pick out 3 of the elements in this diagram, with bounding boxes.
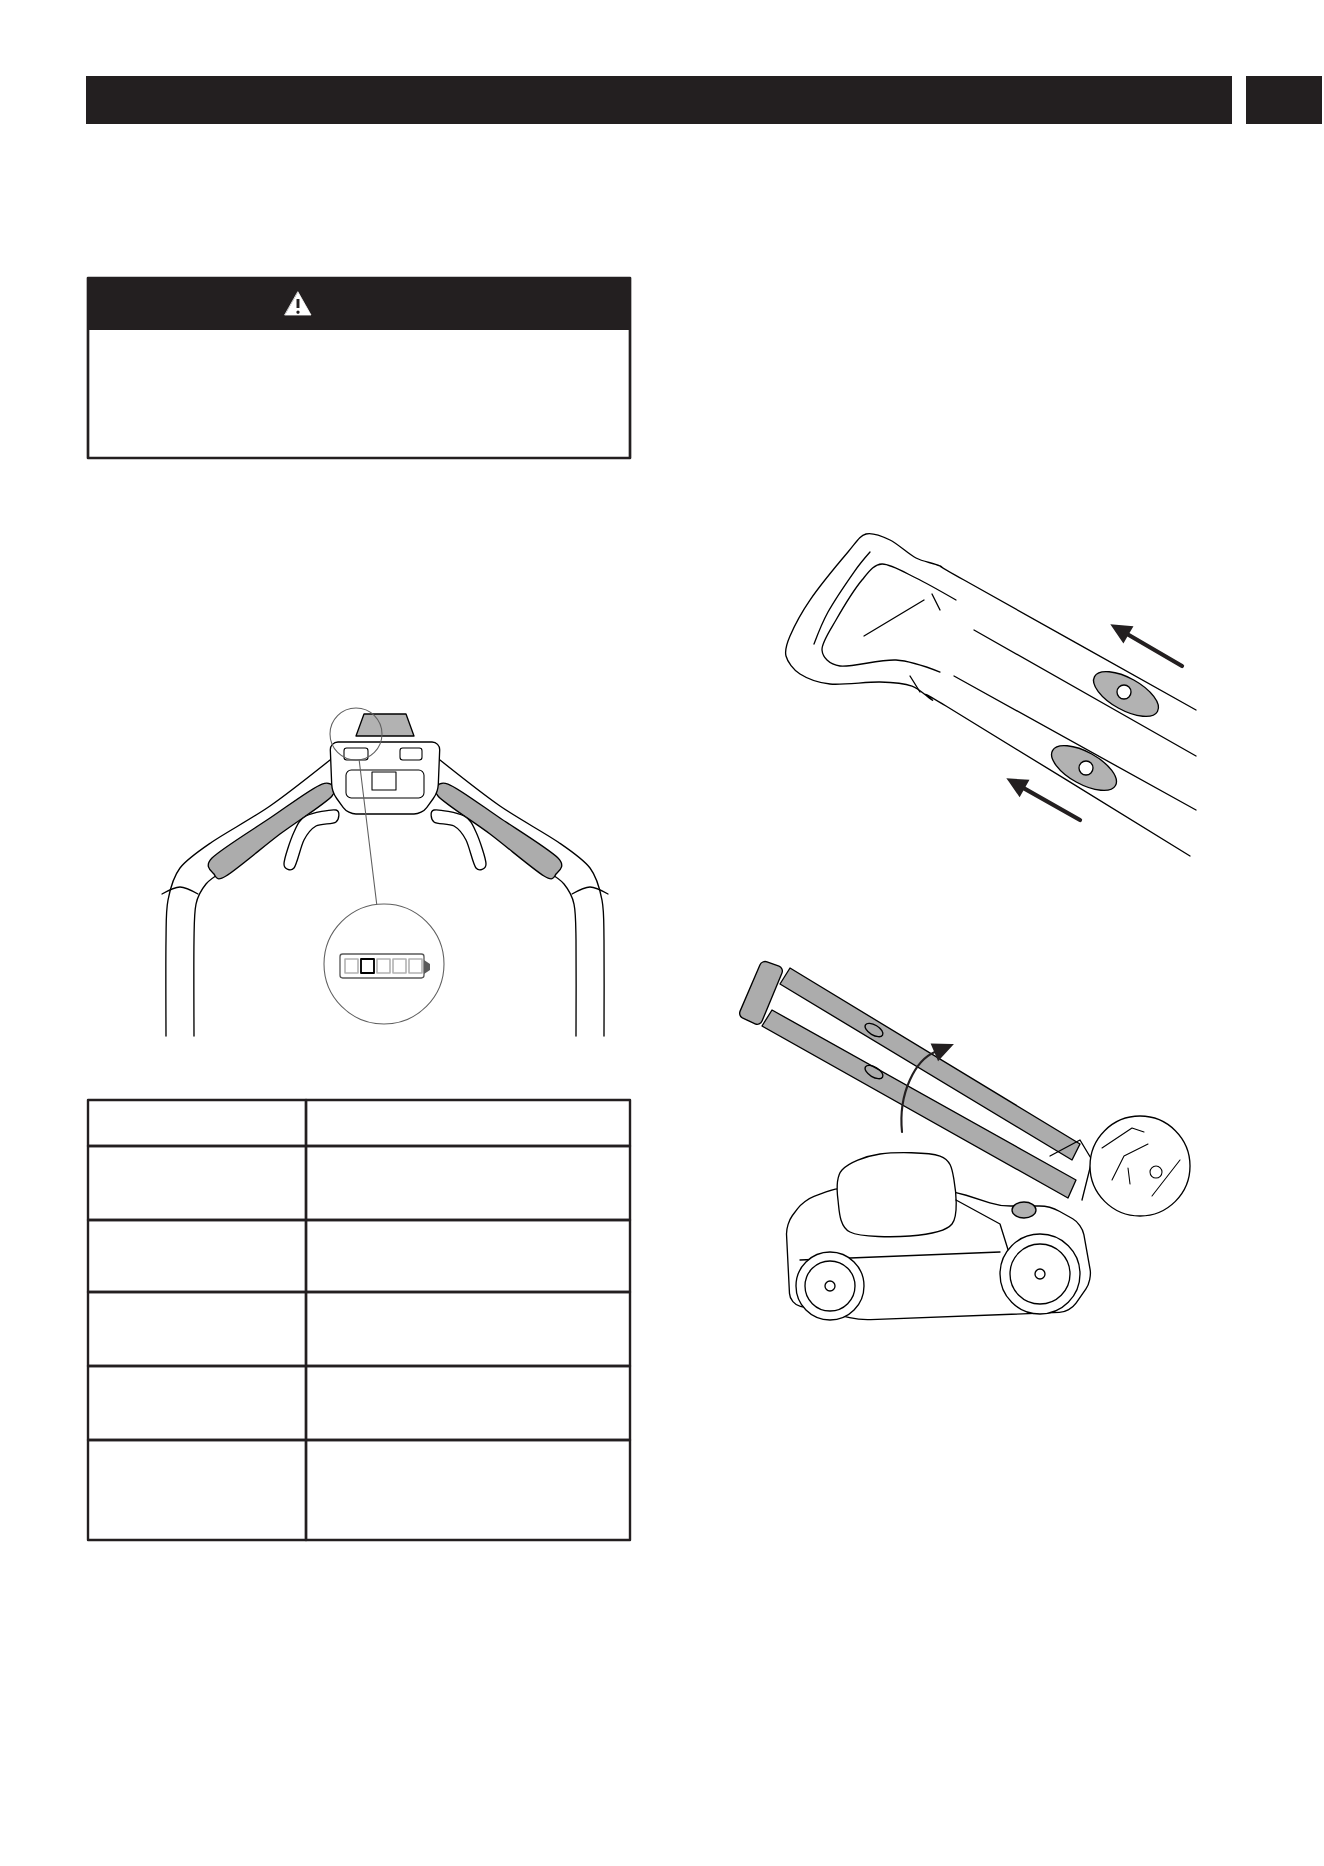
detail-circle xyxy=(329,707,383,761)
leader-line xyxy=(358,759,378,905)
magnifier-circle xyxy=(323,903,445,1025)
